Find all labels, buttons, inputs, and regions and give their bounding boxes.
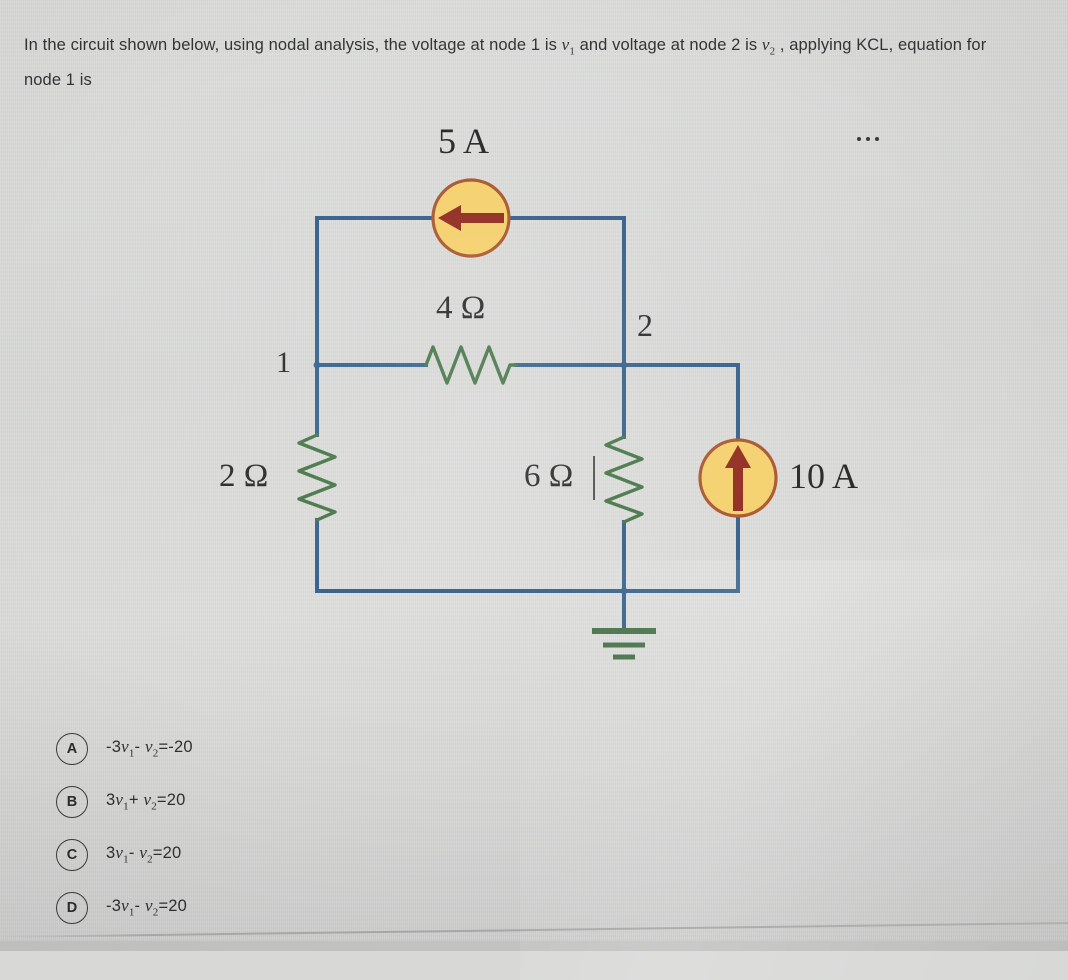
circuit-schematic-svg — [297, 178, 778, 660]
option-text: -3v1- v2=20 — [106, 896, 187, 918]
question-text-part-3: , applying KCL, equation for — [775, 36, 987, 54]
option-coefficient: 3 — [106, 844, 116, 863]
resistor-4ohm-symbol — [424, 345, 518, 385]
answer-option-a[interactable]: A -3v1- v2=-20 — [0, 722, 1068, 775]
text-cursor-caret — [593, 456, 595, 500]
junction-node-2 — [620, 361, 628, 369]
circuit-junctions — [313, 361, 628, 595]
answer-option-d[interactable]: D -3v1- v2=20 — [0, 881, 1068, 934]
option-coefficient: 3 — [106, 791, 116, 810]
junction-bottom-center — [620, 587, 628, 595]
ellipsis-dot — [866, 137, 870, 141]
option-letter-badge[interactable]: B — [56, 785, 88, 818]
current-source-10a-arrow-up — [725, 445, 751, 511]
option-text: -3v1- v2=-20 — [106, 737, 193, 759]
option-variable-v2: v2 — [145, 896, 159, 919]
option-operator: - — [134, 738, 146, 757]
option-equals-value: =-20 — [158, 738, 193, 757]
ellipsis-dot — [857, 137, 861, 141]
option-variable-v2: v2 — [143, 790, 157, 813]
current-source-5a — [431, 178, 511, 258]
option-operator: - — [134, 897, 146, 916]
bottom-edge-strip — [0, 941, 1068, 951]
option-operator: - — [128, 844, 140, 863]
resistor-2ohm-symbol — [297, 433, 337, 522]
question-text-part-2: and voltage at node 2 is — [574, 36, 762, 54]
current-source-10a — [698, 438, 778, 518]
question-text-line-2: node 1 is — [24, 71, 92, 90]
option-coefficient: -3 — [106, 738, 122, 757]
option-letter-badge[interactable]: D — [56, 891, 88, 924]
junction-node-1 — [313, 361, 321, 369]
option-equals-value: =20 — [158, 897, 188, 916]
answer-option-b[interactable]: B 3v1+ v2=20 — [0, 775, 1068, 828]
option-variable-v2: v2 — [139, 843, 153, 866]
option-equals-value: =20 — [152, 844, 182, 863]
ellipsis-dot — [875, 137, 879, 141]
current-source-5a-arrow-left — [438, 205, 504, 231]
label-node-2: 2 — [637, 307, 653, 343]
circuit-diagram: 5 A 10 A 4 Ω 2 Ω 6 Ω 1 2 — [219, 121, 859, 660]
ground-symbol — [592, 628, 656, 660]
option-text: 3v1- v2=20 — [106, 843, 181, 865]
option-letter-badge[interactable]: C — [56, 838, 88, 871]
option-variable-v1: v1 — [121, 896, 135, 919]
question-text: In the circuit shown below, using nodal … — [24, 30, 1054, 95]
label-node-1: 1 — [276, 346, 291, 379]
label-source-10a: 10 A — [789, 456, 859, 496]
option-variable-v1: v1 — [115, 790, 129, 813]
option-variable-v1: v1 — [121, 737, 135, 760]
resistor-6ohm-symbol — [604, 435, 644, 524]
label-resistor-6ohm: 6 Ω — [524, 458, 574, 494]
answer-option-c[interactable]: C 3v1- v2=20 — [0, 828, 1068, 881]
option-variable-v2: v2 — [145, 737, 159, 760]
option-coefficient: -3 — [106, 897, 122, 916]
variable-v2: v2 — [761, 35, 776, 58]
label-source-5a: 5 A — [438, 121, 490, 161]
page-background — [0, 0, 1068, 951]
option-operator: + — [128, 791, 144, 810]
answer-options-list: A -3v1- v2=-20 B 3v1+ v2=20 C 3v1- v2=20… — [0, 722, 1068, 934]
option-variable-v1: v1 — [115, 843, 129, 866]
option-text: 3v1+ v2=20 — [106, 790, 186, 812]
option-letter-badge[interactable]: A — [56, 732, 88, 765]
question-text-part-1: In the circuit shown below, using nodal … — [24, 36, 562, 54]
circuit-wires — [315, 216, 740, 630]
label-resistor-4ohm: 4 Ω — [436, 290, 486, 326]
variable-v1: v1 — [561, 35, 575, 58]
option-equals-value: =20 — [156, 791, 186, 810]
label-resistor-2ohm: 2 Ω — [219, 458, 269, 494]
ellipsis-icon[interactable] — [857, 137, 879, 141]
